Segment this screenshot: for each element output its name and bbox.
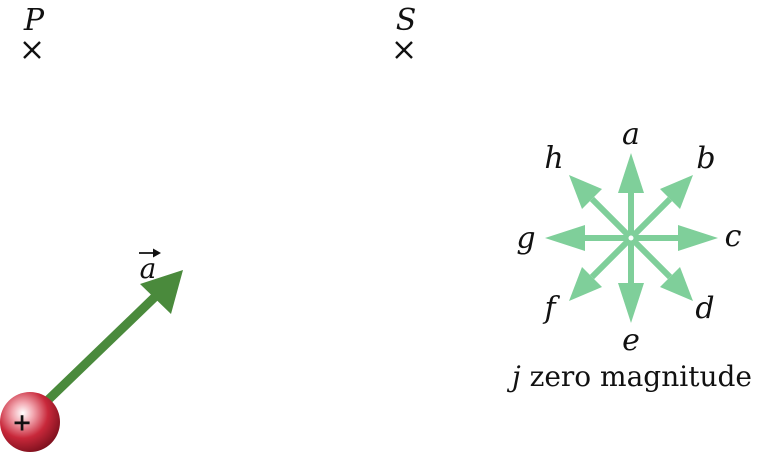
arrow-d-icon [628,235,693,301]
direction-choices: a b c d e f g h j zero magnitude [506,117,752,393]
positive-charge: + [0,392,60,452]
arrow-c-icon [631,225,718,251]
compass-center-dot [628,235,634,241]
choice-j-text: zero magnitude [530,360,752,393]
choice-label-b: b [696,141,715,176]
choice-label-g: g [516,221,535,256]
point-p-cross-icon [23,41,41,59]
charge-sign: + [12,408,32,437]
arrow-h-icon [569,175,634,241]
choice-j-letter: j [506,360,521,393]
point-s: S [395,3,417,59]
acceleration-arrow-head-icon [140,270,183,314]
vector-hat-icon [139,248,161,258]
charge-sphere-icon [0,392,60,452]
point-p: P [23,3,45,59]
point-p-label: P [23,3,45,38]
choice-label-h: h [544,141,563,176]
choice-label-c: c [725,219,742,254]
arrow-b-icon [628,175,693,241]
choice-label-d: d [695,291,714,326]
arrow-a-icon [618,153,644,238]
arrow-e-icon [618,238,644,323]
choice-j: j zero magnitude [506,360,752,393]
acceleration-arrow-shaft [44,288,164,404]
choice-label-f: f [542,291,560,326]
choice-j-spacer [521,360,530,393]
point-s-cross-icon [395,41,413,59]
choice-label-a: a [622,117,640,152]
acceleration-vector: a [44,248,183,404]
arrow-g-icon [545,225,631,251]
arrow-f-icon [569,235,634,301]
choice-label-e: e [622,323,640,358]
acceleration-label: a [140,252,157,285]
point-s-label: S [396,3,417,38]
